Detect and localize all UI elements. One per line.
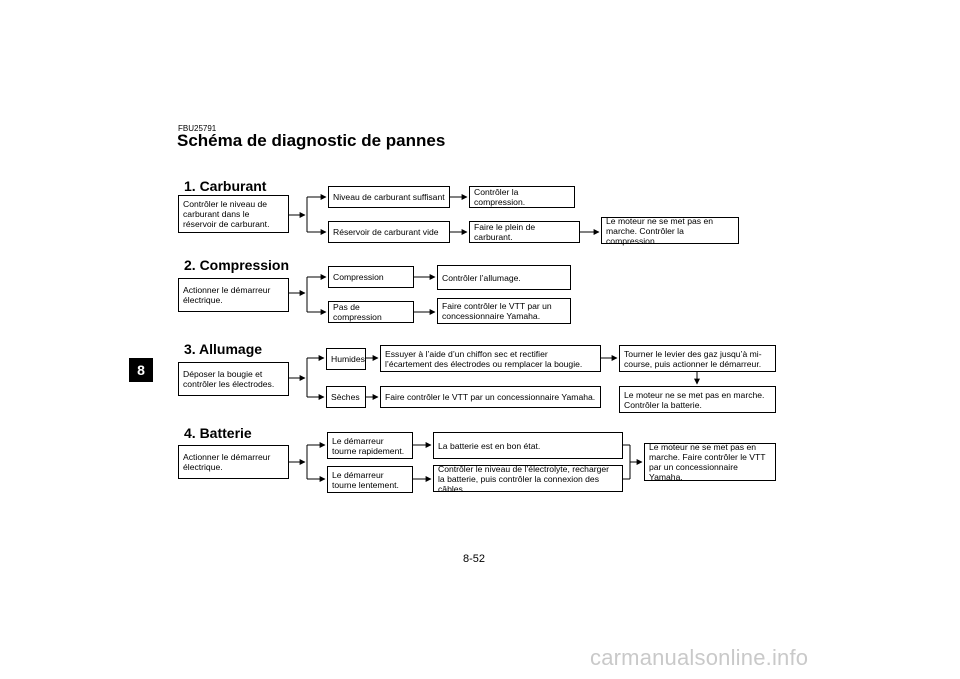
flow-box-action: Contrôler le niveau de l’électrolyte, re… [433, 464, 623, 494]
chapter-tab: 8 [129, 358, 153, 382]
flow-box-condition: Compression [328, 266, 414, 288]
section-heading-batterie: 4. Batterie [184, 425, 252, 441]
flow-box-condition: Réservoir de carburant vide [328, 221, 450, 243]
flow-box-action: La batterie est en bon état. [433, 432, 623, 459]
page-title: Schéma de diagnostic de pannes [177, 131, 446, 150]
flow-box-action: Contrôler l’allumage. [437, 265, 571, 290]
document-code: FBU25791 [178, 124, 217, 133]
flow-box-start: Déposer la bougie et contrôler les élect… [178, 362, 289, 396]
section-heading-carburant: 1. Carburant [184, 178, 267, 194]
flow-box-start: Actionner le démarreur électrique. [178, 445, 289, 479]
flow-box-start: Contrôler le niveau de carburant dans le… [178, 195, 289, 233]
flow-box-action: Tourner le levier des gaz jusqu’à mi-cou… [619, 345, 776, 372]
flow-box-result: Le moteur ne se met pas en marche. Faire… [644, 442, 776, 482]
page-number: 8-52 [463, 553, 486, 565]
flow-box-condition: Le démarreur tourne rapidement. [327, 432, 413, 459]
flow-box-condition: Sèches [326, 386, 366, 408]
flow-box-result: Le moteur ne se met pas en marche. Contr… [601, 216, 739, 246]
flow-box-condition: Le démarreur tourne lentement. [327, 466, 413, 493]
section-heading-compression: 2. Compression [184, 257, 290, 273]
flow-box-condition: Humides [326, 348, 366, 370]
flow-box-start: Actionner le démarreur électrique. [178, 278, 289, 312]
flow-box-action: Essuyer à l’aide d’un chiffon sec et rec… [380, 345, 601, 372]
flow-box-result: Le moteur ne se met pas en marche. Contr… [619, 386, 776, 413]
section-heading-allumage: 3. Allumage [184, 341, 263, 357]
flow-box-action: Faire contrôler le VTT par un concession… [380, 386, 601, 408]
flow-box-condition: Pas de compression [328, 301, 414, 323]
watermark: carmanualsonline.info [590, 645, 809, 670]
flow-box-action: Contrôler la compression. [469, 186, 575, 208]
flow-box-condition: Niveau de carburant suffisant [328, 186, 450, 208]
flow-box-action: Faire le plein de carburant. [469, 221, 580, 243]
flow-box-action: Faire contrôler le VTT par un concession… [437, 298, 571, 324]
